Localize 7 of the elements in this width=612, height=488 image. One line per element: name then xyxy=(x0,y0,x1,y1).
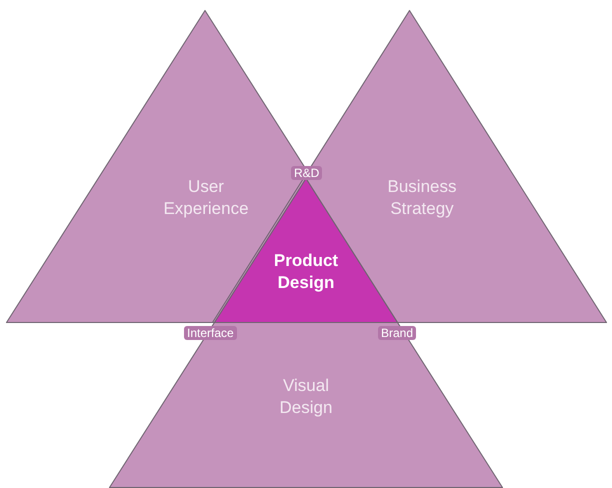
overlap-label: Interface xyxy=(184,326,237,340)
overlap-label: Brand xyxy=(378,326,416,340)
triangle-label: User Experience xyxy=(162,176,250,220)
triangle-label: Product Design xyxy=(272,250,340,294)
triangle-label: Business Strategy xyxy=(386,176,458,220)
overlap-label: R&D xyxy=(291,166,322,180)
triangle-label: Visual Design xyxy=(278,375,334,419)
